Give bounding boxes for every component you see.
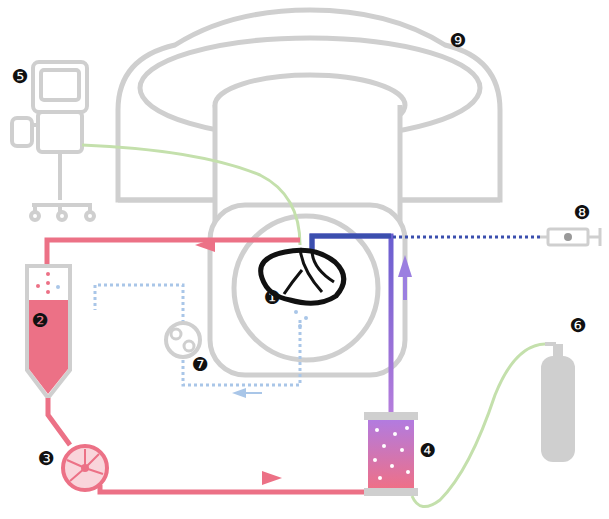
- flow-arrow: [246, 392, 262, 394]
- pet-scanner: [118, 10, 500, 375]
- lung: [261, 248, 344, 328]
- flow-arrow: [232, 388, 246, 398]
- reservoir: [27, 266, 70, 398]
- callout-number: ❼: [191, 355, 208, 374]
- ventilation-hose: [82, 145, 300, 245]
- tracer-line: [393, 236, 540, 239]
- callout-number: ❸: [37, 449, 54, 468]
- flow-arrow: [398, 255, 412, 277]
- arterial-tube: [312, 236, 391, 250]
- pump-inlet-tube: [48, 398, 70, 445]
- flow-arrow: [195, 238, 215, 252]
- pump-outflow-tube: [100, 485, 370, 492]
- callout-number: ❹: [419, 441, 436, 460]
- callout-number: ❶: [263, 288, 280, 307]
- flow-arrow: [403, 277, 407, 300]
- callout-number: ❾: [449, 31, 466, 50]
- oxygen-tank: [541, 344, 575, 462]
- gas-line: [412, 344, 545, 507]
- roller-pump: [63, 446, 107, 490]
- syringe: [540, 228, 600, 246]
- ventilator: [12, 62, 94, 220]
- callout-number: ❺: [11, 67, 28, 86]
- flow-arrow: [262, 471, 282, 485]
- effluent-line: [95, 285, 300, 385]
- oxygenator: [364, 412, 418, 496]
- callout-number: ❽: [573, 203, 590, 222]
- callout-number: ❷: [31, 311, 48, 330]
- callout-number: ❻: [569, 316, 586, 335]
- effluent-pump: [166, 323, 200, 357]
